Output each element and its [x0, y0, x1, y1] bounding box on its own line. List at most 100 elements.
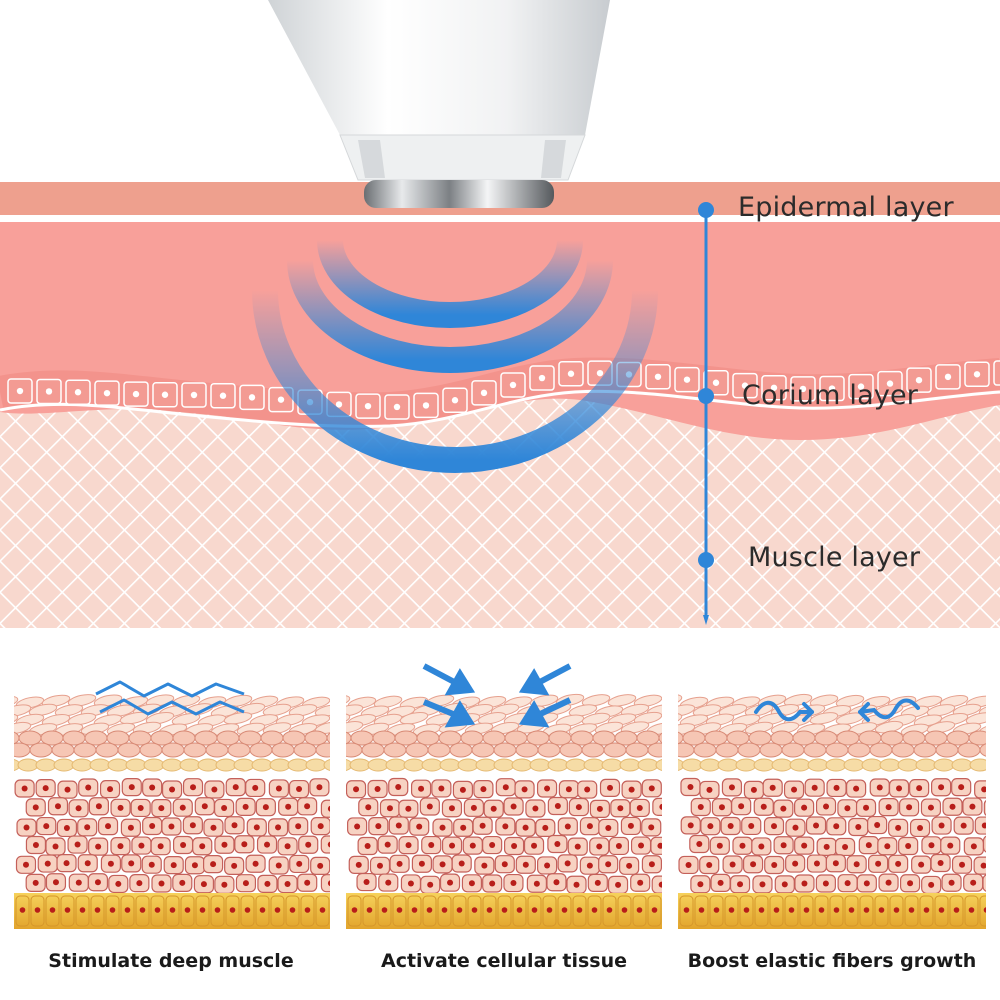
band-cell-dot — [828, 385, 836, 392]
surface-cell — [262, 703, 292, 717]
cell-nucleus — [211, 786, 218, 793]
base-cell — [829, 895, 844, 927]
caption-boost: Boost elastic fibers growth — [687, 950, 977, 972]
panel-boost-elastic-fibers — [678, 693, 996, 929]
cell-nucleus — [354, 823, 361, 830]
surface-cell — [41, 714, 71, 727]
cell-nucleus — [990, 841, 996, 847]
cell-nucleus — [748, 822, 755, 829]
base-nucleus — [396, 907, 403, 913]
cell-nucleus — [469, 842, 476, 849]
granular-cell — [215, 758, 237, 772]
cell-nucleus — [586, 862, 593, 869]
base-nucleus — [426, 907, 433, 913]
epidermal-gap — [0, 215, 1000, 222]
base-nucleus — [259, 907, 266, 913]
cell-nucleus — [275, 824, 282, 831]
spinous-cell — [891, 742, 915, 758]
cell-nucleus — [242, 880, 249, 887]
surface-cell — [678, 694, 683, 707]
cell-nucleus — [648, 861, 655, 868]
base-nucleus — [49, 907, 56, 913]
cell-nucleus — [479, 822, 486, 829]
base-cell — [859, 895, 874, 927]
surface-cell — [607, 694, 637, 707]
granular-cell — [789, 758, 811, 772]
spinous-cell — [693, 742, 717, 758]
base-nucleus — [606, 907, 613, 913]
cell-nucleus — [105, 823, 112, 830]
base-cell — [75, 895, 90, 927]
granular-cell — [753, 758, 775, 772]
cell-nucleus — [605, 824, 612, 831]
granular-cell — [179, 758, 201, 772]
spinous-cell — [471, 742, 495, 758]
cell-nucleus — [906, 804, 913, 811]
tissue-cell — [320, 874, 330, 893]
cell-nucleus — [801, 880, 808, 887]
base-nucleus — [501, 907, 508, 913]
cell-nucleus — [739, 842, 746, 849]
base-nucleus — [893, 907, 900, 913]
surface-cell — [314, 704, 330, 717]
spinous-cell — [759, 742, 783, 758]
cell-nucleus — [853, 785, 860, 792]
cell-nucleus — [758, 843, 765, 850]
cell-nucleus — [481, 862, 488, 869]
cell-nucleus — [180, 842, 187, 849]
cell-nucleus — [384, 841, 391, 848]
cell-nucleus — [191, 862, 198, 869]
cell-nucleus — [115, 880, 122, 887]
granular-cell — [843, 758, 865, 772]
surface-cell — [236, 702, 266, 716]
cell-band-border — [0, 389, 1000, 428]
base-nucleus — [863, 907, 870, 913]
base-nucleus — [486, 907, 493, 913]
granular-cell — [493, 758, 515, 772]
cell-nucleus — [275, 785, 282, 792]
cell-nucleus — [594, 879, 601, 886]
cell-nucleus — [74, 841, 81, 848]
base-cell — [512, 895, 527, 927]
cell-nucleus — [648, 824, 655, 831]
tissue-cell — [974, 816, 986, 835]
base-cell — [195, 895, 210, 927]
spinous-cell — [326, 732, 330, 744]
base-nucleus — [546, 907, 553, 913]
band-cell-dot — [770, 384, 778, 391]
cell-nucleus — [405, 842, 412, 849]
cell-nucleus — [792, 860, 799, 867]
cell-nucleus — [189, 822, 196, 829]
band-cell — [993, 360, 1000, 386]
base-cell — [150, 895, 165, 927]
granular-cell — [71, 758, 93, 772]
cell-nucleus — [107, 786, 114, 793]
base-nucleus — [94, 907, 101, 913]
spinous-cell — [559, 742, 583, 758]
base-nucleus — [441, 907, 448, 913]
cell-nucleus — [327, 841, 330, 848]
spinous-cell — [51, 742, 75, 758]
granular-cell — [89, 758, 111, 772]
cell-nucleus — [638, 842, 645, 849]
muscle-dot — [698, 552, 714, 568]
base-cell — [120, 895, 135, 927]
cell-nucleus — [395, 822, 402, 829]
cell-nucleus — [94, 879, 101, 886]
cell-nucleus — [927, 804, 934, 811]
granular-cell — [251, 758, 273, 772]
base-nucleus — [968, 907, 975, 913]
spinous-cell — [979, 743, 986, 757]
cell-nucleus — [615, 842, 622, 849]
cell-nucleus — [533, 880, 540, 887]
spinous-cell — [957, 742, 981, 758]
base-nucleus — [531, 907, 538, 913]
cell-nucleus — [823, 803, 830, 810]
cell-nucleus — [771, 861, 778, 868]
cell-nucleus — [262, 804, 269, 811]
base-nucleus — [64, 907, 71, 913]
cell-nucleus — [158, 880, 165, 887]
band-cell-dot — [886, 380, 894, 387]
cell-nucleus — [823, 843, 830, 850]
band-cell-dot — [45, 388, 53, 395]
